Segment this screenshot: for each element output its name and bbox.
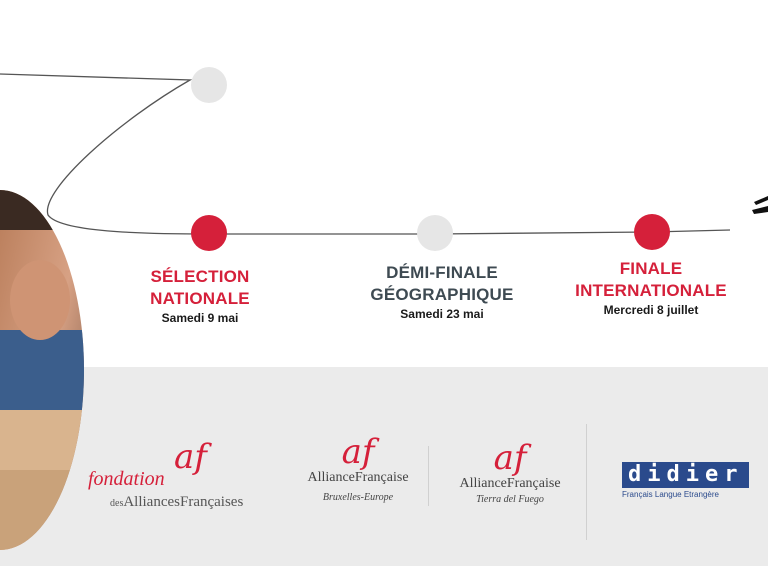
alliance-city: Bruxelles-Europe bbox=[322, 492, 394, 503]
logo-divider bbox=[586, 424, 587, 540]
timeline-node-finale bbox=[634, 214, 670, 250]
stage-title-line1: SÉLECTION bbox=[150, 267, 250, 286]
alliance-name: AllianceFrançaise bbox=[307, 470, 409, 485]
af-logo-mark: af bbox=[341, 432, 375, 472]
af-logo-mark: af bbox=[493, 438, 527, 478]
stage-title-line2: NATIONALE bbox=[150, 289, 250, 308]
stage-title-line1: DÉMI-FINALE bbox=[386, 263, 498, 282]
fondation-des: des bbox=[110, 498, 124, 509]
stage-date: Samedi 9 mai bbox=[161, 311, 239, 325]
airplane-icon bbox=[752, 196, 768, 214]
timeline-node-start bbox=[191, 67, 227, 103]
timeline-line bbox=[0, 73, 731, 235]
stage-finale: FINALE INTERNATIONALE Mercredi 8 juillet bbox=[551, 258, 751, 317]
alliance-name: AllianceFrançaise bbox=[459, 476, 561, 491]
didier-wordmark: didier bbox=[622, 462, 750, 488]
didier-logo: didier Français Langue Etrangère bbox=[622, 462, 754, 502]
af-logo-mark: af bbox=[174, 437, 207, 477]
fondation-alliances-francaises-logo: af fondation desAlliancesFrançaises bbox=[88, 440, 258, 520]
stage-demi-finale: DÉMI-FINALE GÉOGRAPHIQUE Samedi 23 mai bbox=[342, 262, 542, 321]
alliance-bruxelles-logo: af AllianceFrançaise Bruxelles-Europe bbox=[298, 434, 418, 520]
stage-title-line2: GÉOGRAPHIQUE bbox=[370, 285, 514, 304]
logo-divider bbox=[428, 446, 429, 506]
fondation-label: fondation bbox=[88, 468, 165, 490]
didier-tagline: Français Langue Etrangère bbox=[622, 490, 719, 499]
timeline-node-selection bbox=[191, 215, 227, 251]
stage-title-line1: FINALE bbox=[619, 259, 683, 278]
stage-selection-nationale: SÉLECTION NATIONALE Samedi 9 mai bbox=[120, 266, 280, 325]
alliance-city: Tierra del Fuego bbox=[476, 494, 544, 505]
timeline-area bbox=[0, 0, 768, 367]
stage-title-line2: INTERNATIONALE bbox=[575, 281, 727, 300]
stage-date: Mercredi 8 juillet bbox=[603, 303, 699, 317]
timeline-node-demi-finale bbox=[417, 215, 453, 251]
alliance-tierra-del-fuego-logo: af AllianceFrançaise Tierra del Fuego bbox=[452, 440, 568, 520]
fondation-alliances-label: AlliancesFrançaises bbox=[123, 494, 244, 510]
timeline-track bbox=[0, 67, 768, 251]
stage-date: Samedi 23 mai bbox=[400, 307, 484, 321]
